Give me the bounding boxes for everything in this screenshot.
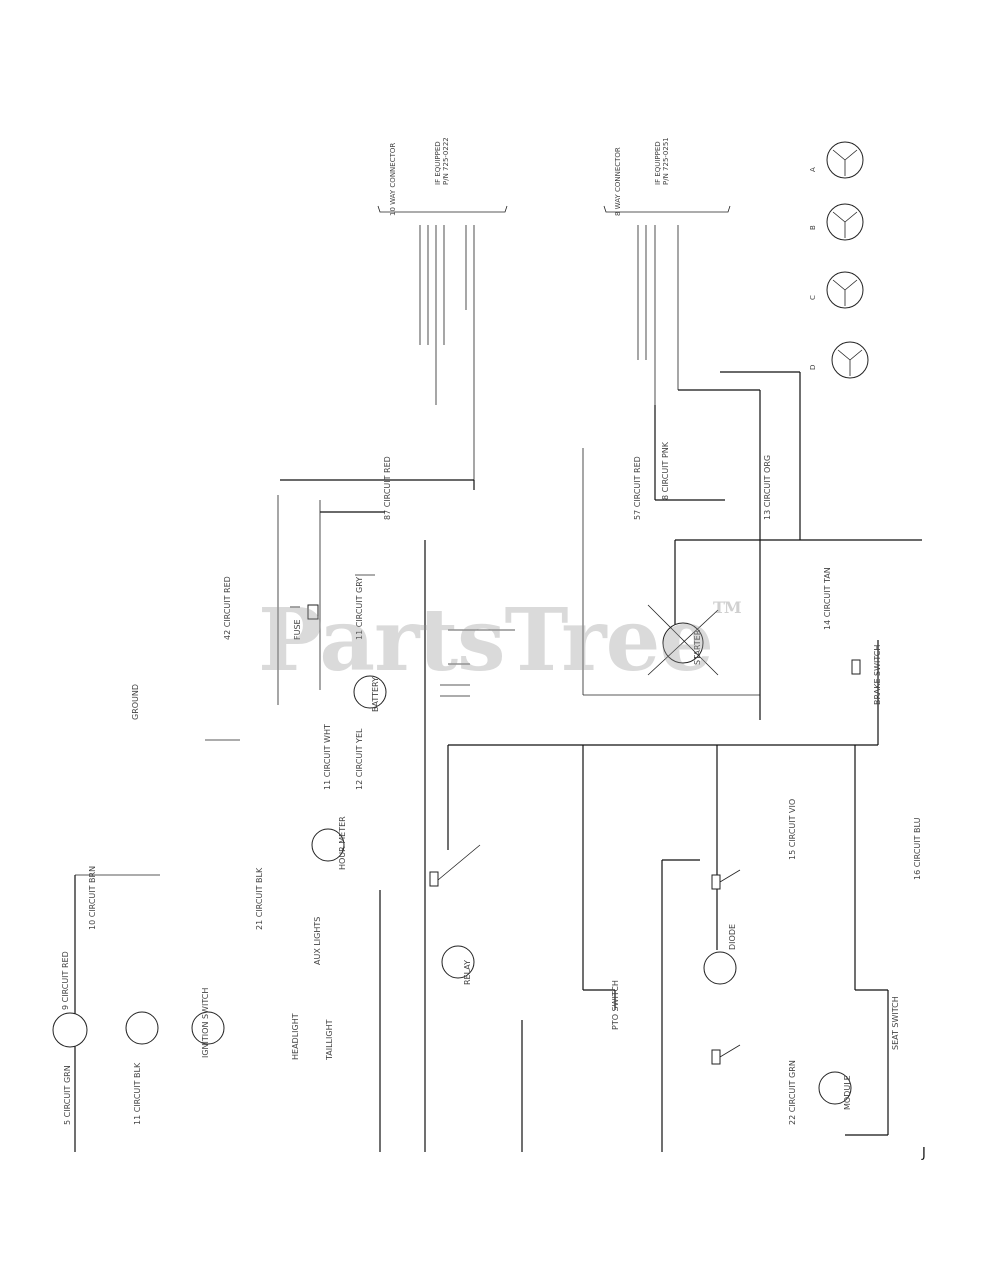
module-component: [818, 1071, 852, 1105]
plug-a-label: A: [809, 167, 817, 172]
relay-1: [441, 945, 475, 979]
label-circuit-red-1: 9 CIRCUIT RED: [61, 951, 70, 1010]
label-circuit-grn-2: 22 CIRCUIT GRN: [788, 1060, 797, 1125]
label-circuit-yel: 12 CIRCUIT YEL: [355, 728, 364, 790]
label-circuit-pnk: 8 CIRCUIT PNK: [661, 441, 670, 500]
label-module: MODULE: [843, 1075, 852, 1110]
label-relay: RELAY: [463, 960, 472, 985]
label-circuit-gry: 11 CIRCUIT GRY: [355, 577, 364, 640]
connector-8-way: IF EQUIPPED P/N 725-0251 8 WAY CONNECTOR: [603, 137, 731, 405]
plug-b-label: B: [809, 225, 817, 230]
label-circuit-red-3: 42 CIRCUIT RED: [223, 576, 232, 640]
label-ignition: IGNITION SWITCH: [201, 988, 210, 1058]
starter-motor: [647, 604, 719, 676]
fuse-small: [307, 604, 319, 620]
label-starter: STARTER: [693, 629, 702, 665]
label-aux-lights: AUX LIGHTS: [313, 917, 322, 965]
labels: 5 CIRCUIT GRN 10 CIRCUIT BRN 9 CIRCUIT R…: [61, 441, 922, 1125]
label-circuit-red-4: 57 CIRCUIT RED: [633, 456, 642, 520]
hour-meter-component: [311, 828, 345, 862]
partstree-watermark: PartsTreeTM: [258, 590, 742, 691]
label-pto-switch: PTO SWITCH: [611, 980, 620, 1030]
connector-10-header: 10 WAY CONNECTOR: [389, 143, 397, 216]
plug-c-label: C: [809, 295, 817, 300]
label-circuit-red-2: 87 CIRCUIT RED: [383, 456, 392, 520]
switch-1: [429, 844, 481, 887]
relay-2: [703, 951, 737, 985]
label-circuit-vio: 15 CIRCUIT VIO: [788, 799, 797, 860]
label-circuit-blk: 11 CIRCUIT BLK: [133, 1062, 142, 1125]
label-ground: GROUND: [131, 684, 140, 720]
wire-network: [74, 371, 922, 1152]
connector-10-note: IF EQUIPPED: [434, 141, 442, 185]
switch-2: [711, 869, 741, 890]
label-circuit-brn: 10 CIRCUIT BRN: [88, 866, 97, 930]
connector-8-header: 8 WAY CONNECTOR: [614, 147, 622, 216]
switch-4: [851, 659, 861, 675]
plug-a: A: [809, 141, 864, 179]
lamp-3: [191, 1011, 225, 1045]
label-brake-switch: BRAKE SWITCH: [873, 645, 882, 705]
watermark-brand: PartsTree: [258, 590, 714, 691]
label-headlights: HEADLIGHT: [291, 1013, 300, 1060]
lamp-2: [125, 1011, 159, 1045]
label-diode: DIODE: [728, 924, 737, 950]
corner-mark: J: [922, 1146, 926, 1161]
label-circuit-blu: 16 CIRCUIT BLU: [913, 817, 922, 880]
label-fuse: FUSE: [293, 619, 302, 640]
label-circuit-wht: 11 CIRCUIT WHT: [323, 724, 332, 790]
label-circuit-grn-1: 5 CIRCUIT GRN: [63, 1065, 72, 1125]
connector-8-part: P/N 725-0251: [662, 137, 670, 185]
label-circuit-org: 13 CIRCUIT ORG: [763, 455, 772, 520]
label-battery: BATTERY: [371, 677, 380, 712]
label-seat-switch: SEAT SWITCH: [891, 996, 900, 1050]
lamp-1: [52, 1012, 88, 1048]
connector-10-part: P/N 725-0222: [442, 137, 450, 185]
switch-3: [711, 1044, 741, 1065]
plug-d: D: [809, 341, 869, 379]
plug-c: C: [809, 271, 864, 309]
label-circuit-tan: 14 CIRCUIT TAN: [823, 567, 832, 630]
plug-b: B: [809, 203, 864, 241]
connector-8-note: IF EQUIPPED: [654, 141, 662, 185]
plug-d-label: D: [809, 365, 817, 370]
label-hour-meter: HOUR METER: [338, 816, 347, 870]
label-taillight: TAILLIGHT: [325, 1019, 334, 1061]
battery-component: [353, 675, 387, 709]
watermark-tm: TM: [713, 598, 742, 617]
connector-10-way: IF EQUIPPED P/N 725-0222 10 WAY CONNECTO…: [377, 137, 508, 490]
label-circuit-blk-2: 21 CIRCUIT BLK: [255, 867, 264, 930]
